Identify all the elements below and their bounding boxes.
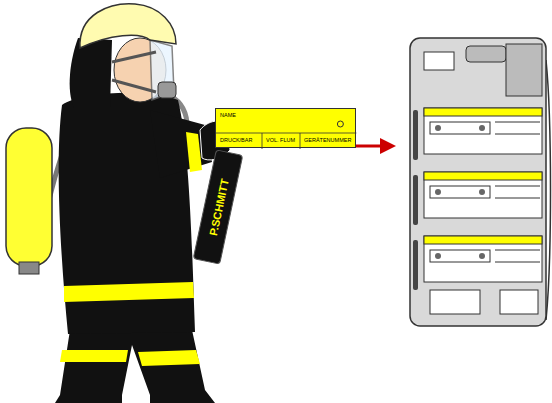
hood bbox=[70, 38, 112, 108]
mask-straps bbox=[112, 52, 156, 92]
mask-valve bbox=[158, 82, 176, 98]
cylinder-valve bbox=[19, 262, 39, 274]
board-slots bbox=[424, 108, 542, 282]
legs bbox=[55, 330, 215, 403]
card-hole bbox=[337, 121, 343, 127]
card-rule bbox=[300, 133, 301, 149]
board-clock bbox=[506, 44, 542, 96]
board-gauge bbox=[500, 290, 538, 314]
coat-stripe bbox=[64, 282, 194, 302]
tag-field-label: DRUCK/BAR bbox=[220, 138, 252, 144]
board-vents bbox=[413, 110, 418, 290]
helmet bbox=[80, 4, 176, 48]
board-clip bbox=[466, 46, 506, 62]
tag-field-label: NAME bbox=[220, 113, 236, 119]
board-window bbox=[424, 52, 454, 70]
arrow-head bbox=[380, 138, 396, 154]
tag-field-label: GERÄTENUMMER bbox=[304, 138, 351, 144]
tag-name: P.SCHMITT bbox=[207, 178, 231, 237]
firefighter bbox=[6, 4, 230, 403]
card-rule bbox=[216, 133, 356, 134]
sleeve-stripe bbox=[186, 132, 202, 172]
tag-card: NAME DRUCK/BAR VOL. FLUM GERÄTENUMMER bbox=[215, 108, 356, 148]
air-cylinder bbox=[6, 128, 52, 266]
monitoring-board bbox=[410, 38, 551, 326]
leg-stripe bbox=[60, 350, 128, 362]
card-rule bbox=[262, 133, 263, 149]
board-housing bbox=[410, 38, 546, 326]
tag-field-label: VOL. FLUM bbox=[266, 138, 295, 144]
board-label-field bbox=[430, 290, 480, 314]
leg-stripe bbox=[138, 350, 200, 366]
